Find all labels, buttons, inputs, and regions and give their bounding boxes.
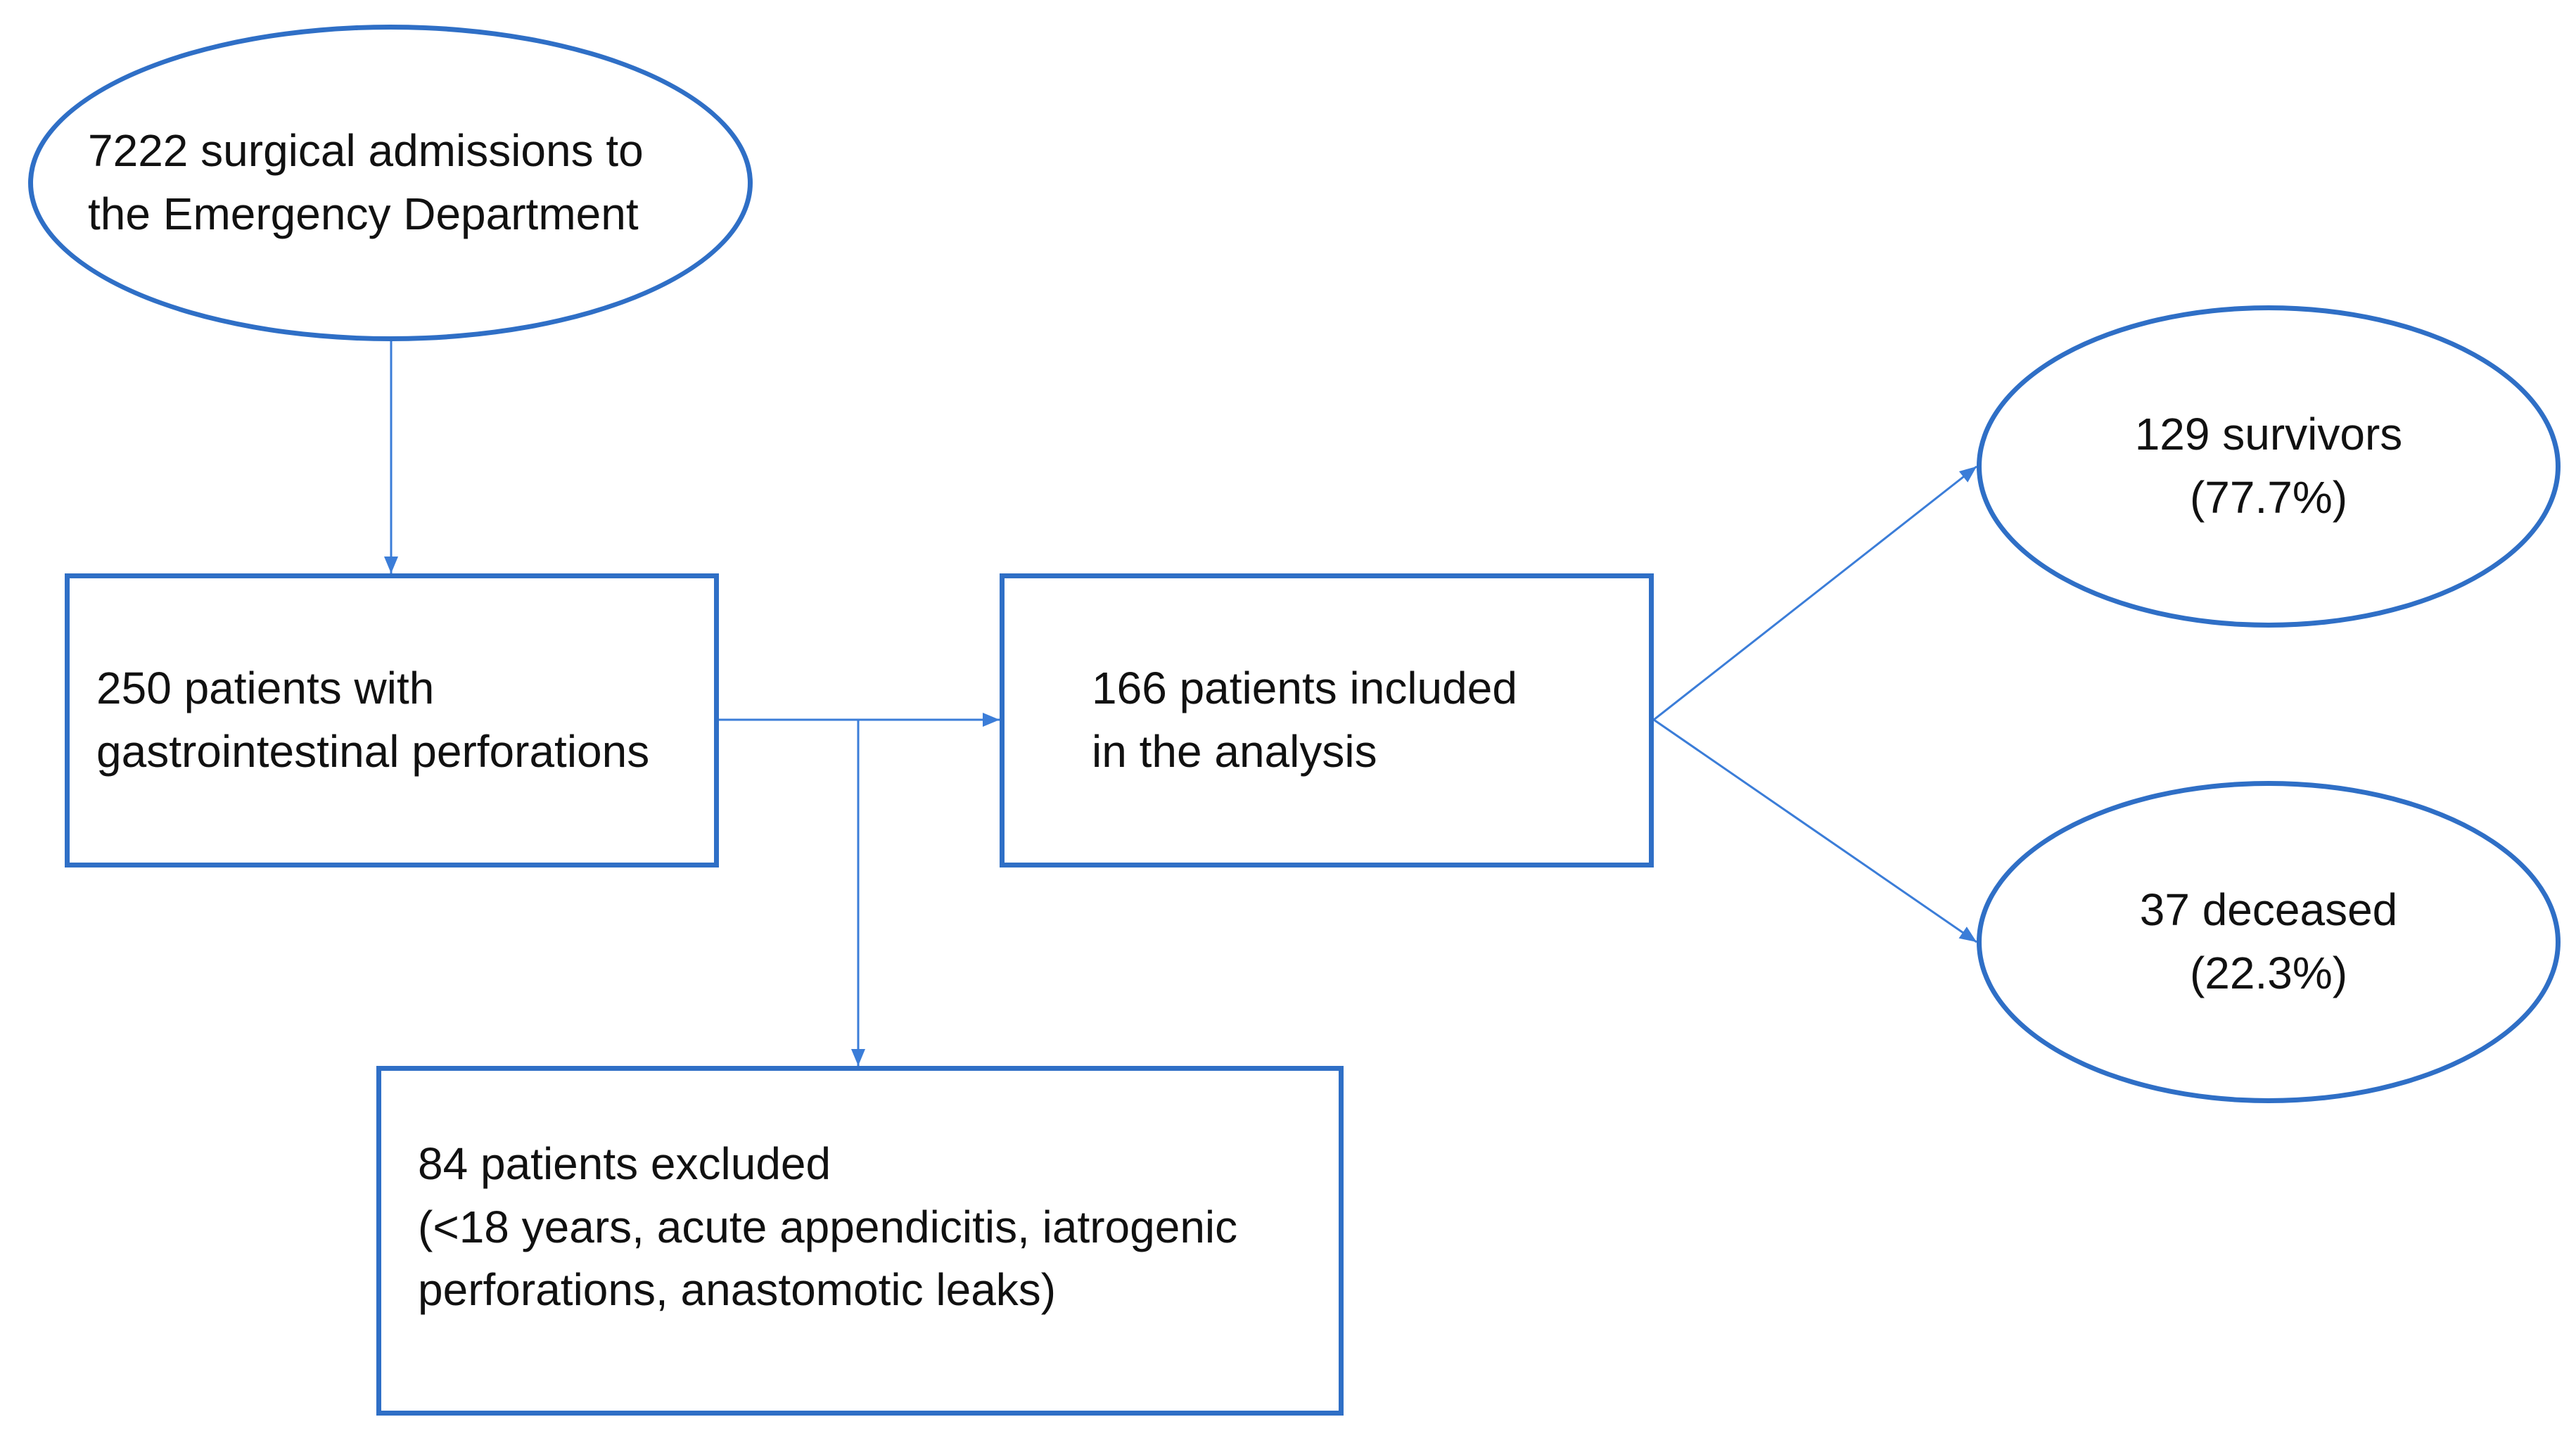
node-excluded: 84 patients excluded (<18 years, acute a… [376, 1066, 1344, 1416]
node-included-label: 166 patients included in the analysis [1092, 663, 1517, 777]
edge-included-to-survivors-arrowhead [1958, 466, 1977, 483]
node-admissions-label: 7222 surgical admissions to the Emergenc… [88, 125, 644, 239]
node-included: 166 patients included in the analysis [1000, 573, 1654, 867]
edge-included-to-survivors-line [1653, 465, 1977, 721]
node-perforations-label: 250 patients with gastrointestinal perfo… [96, 663, 650, 777]
node-survivors-label: 129 survivors (77.7%) [2134, 409, 2403, 523]
node-perforations: 250 patients with gastrointestinal perfo… [65, 573, 719, 867]
node-survivors: 129 survivors (77.7%) [1977, 305, 2561, 628]
edge-perforations-to-included-arrowhead [983, 713, 1000, 727]
edge-included-to-deceased-arrowhead [1958, 927, 1977, 942]
node-deceased-label: 37 deceased (22.3%) [2139, 884, 2398, 998]
node-admissions: 7222 surgical admissions to the Emergenc… [28, 25, 753, 341]
node-excluded-label: 84 patients excluded (<18 years, acute a… [418, 1138, 1238, 1316]
edge-included-to-deceased-line [1653, 718, 1977, 943]
node-deceased: 37 deceased (22.3%) [1977, 781, 2561, 1103]
edge-admissions-to-perforations-arrowhead [384, 557, 398, 573]
edge-perforations-to-excluded-arrowhead [851, 1049, 865, 1066]
